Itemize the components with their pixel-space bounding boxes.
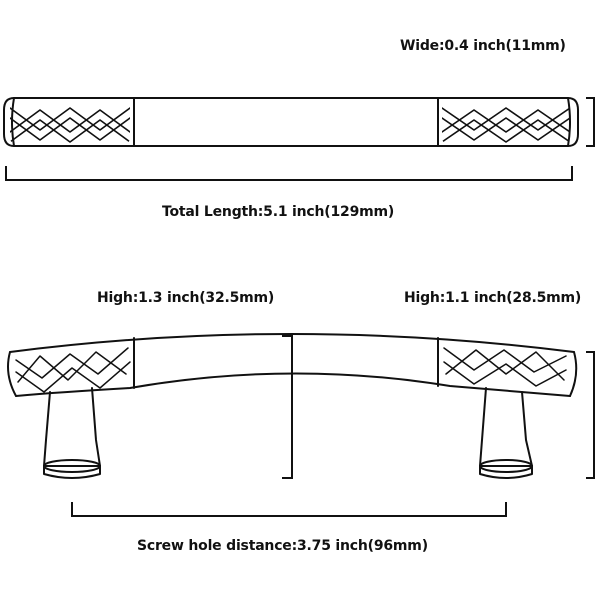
handle-side-view xyxy=(7,333,578,479)
high-left-bracket xyxy=(282,335,293,479)
high-right-label: High:1.1 inch(28.5mm) xyxy=(404,290,582,306)
screw-hole-distance-label: Screw hole distance:3.75 inch(96mm) xyxy=(137,538,428,554)
wide-label: Wide:0.4 inch(11mm) xyxy=(400,38,566,54)
total-length-bracket xyxy=(5,166,573,181)
wide-dimension-bracket xyxy=(586,97,595,147)
total-length-label: Total Length:5.1 inch(129mm) xyxy=(162,204,395,220)
handle-top-view xyxy=(3,97,579,147)
screw-hole-bracket xyxy=(71,502,507,517)
high-right-bracket xyxy=(586,351,595,479)
high-left-label: High:1.3 inch(32.5mm) xyxy=(97,290,275,306)
